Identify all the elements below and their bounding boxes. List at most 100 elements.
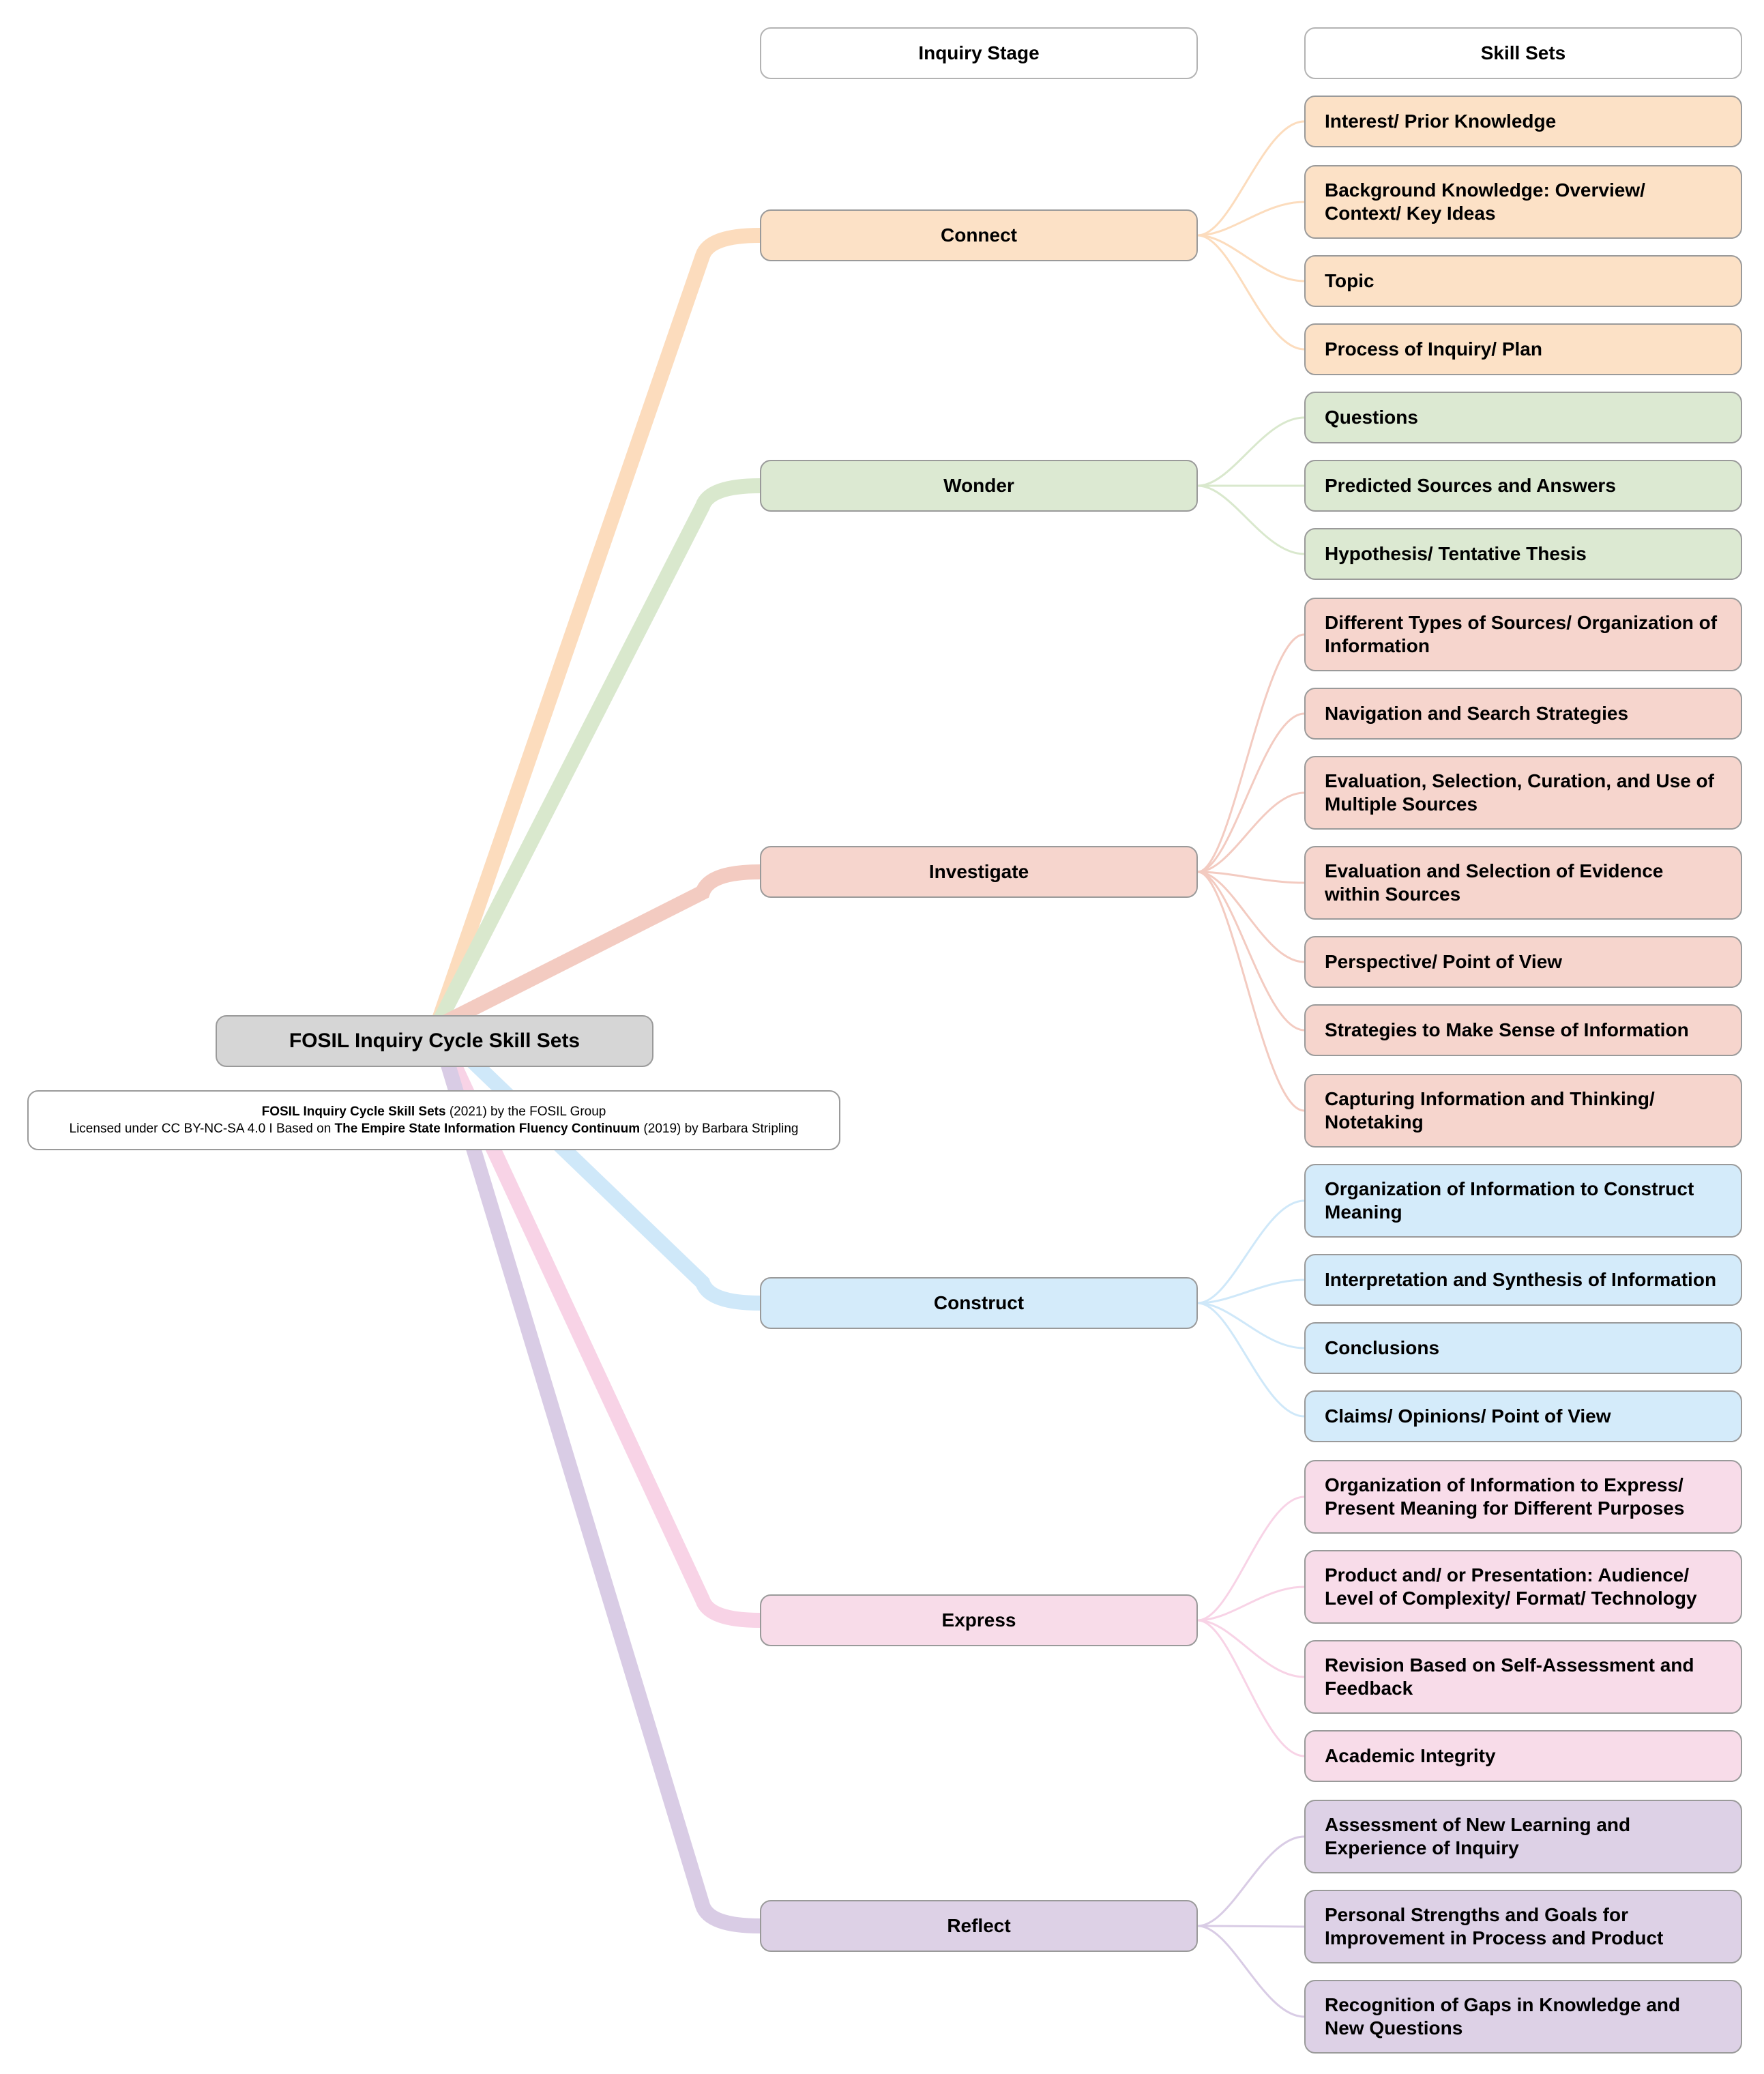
stage-express-label: Express — [941, 1609, 1016, 1631]
credit-source-title: The Empire State Information Fluency Con… — [334, 1122, 641, 1136]
link-construct-3 — [1196, 1302, 1306, 1418]
branch-connect — [429, 228, 767, 1034]
stage-wonder[interactable]: Wonder — [760, 460, 1198, 512]
stage-express[interactable]: Express — [760, 1594, 1198, 1646]
skill-reflect-2-label: Recognition of Gaps in Knowledge and New… — [1325, 1994, 1681, 2039]
skill-connect-2[interactable]: Topic — [1304, 255, 1742, 307]
skill-construct-0-label: Organization of Information to Construct… — [1325, 1178, 1694, 1223]
stage-construct-label: Construct — [933, 1292, 1025, 1313]
skill-connect-2-label: Topic — [1325, 270, 1375, 291]
stage-reflect[interactable]: Reflect — [760, 1900, 1198, 1952]
link-construct-0 — [1196, 1199, 1306, 1304]
skill-reflect-0[interactable]: Assessment of New Learning and Experienc… — [1304, 1800, 1742, 1873]
skill-express-3-label: Academic Integrity — [1325, 1745, 1496, 1766]
skill-connect-0[interactable]: Interest/ Prior Knowledge — [1304, 96, 1742, 147]
link-express-3 — [1196, 1619, 1306, 1757]
link-reflect-1 — [1196, 1925, 1306, 1928]
skill-express-2-label: Revision Based on Self-Assessment and Fe… — [1325, 1654, 1694, 1699]
skill-wonder-1-label: Predicted Sources and Answers — [1325, 475, 1616, 496]
skill-construct-1[interactable]: Interpretation and Synthesis of Informat… — [1304, 1254, 1742, 1306]
branch-express — [429, 1019, 767, 1628]
branch-reflect — [429, 1019, 767, 1933]
skill-wonder-0-label: Questions — [1325, 407, 1418, 428]
link-connect-2 — [1196, 234, 1306, 282]
skill-express-3[interactable]: Academic Integrity — [1304, 1730, 1742, 1782]
link-investigate-2 — [1196, 791, 1306, 873]
skill-express-0[interactable]: Organization of Information to Express/ … — [1304, 1460, 1742, 1534]
header-inquiry-stage-label: Inquiry Stage — [918, 42, 1040, 63]
stage-investigate-label: Investigate — [928, 861, 1029, 882]
stage-reflect-label: Reflect — [947, 1915, 1011, 1936]
link-connect-1 — [1196, 201, 1306, 237]
credit-line-2: Licensed under CC BY-NC-SA 4.0 I Based o… — [70, 1120, 799, 1137]
link-wonder-0 — [1196, 416, 1306, 487]
skill-wonder-1[interactable]: Predicted Sources and Answers — [1304, 460, 1742, 512]
skill-reflect-0-label: Assessment of New Learning and Experienc… — [1325, 1814, 1631, 1858]
skill-construct-2[interactable]: Conclusions — [1304, 1322, 1742, 1374]
link-investigate-3 — [1196, 871, 1306, 884]
skill-investigate-4-label: Perspective/ Point of View — [1325, 951, 1563, 972]
skill-construct-2-label: Conclusions — [1325, 1337, 1440, 1358]
skill-investigate-5[interactable]: Strategies to Make Sense of Information — [1304, 1004, 1742, 1056]
skill-construct-0[interactable]: Organization of Information to Construct… — [1304, 1164, 1742, 1238]
skill-express-1[interactable]: Product and/ or Presentation: Audience/ … — [1304, 1550, 1742, 1624]
link-express-1 — [1196, 1586, 1306, 1622]
stage-construct[interactable]: Construct — [760, 1277, 1198, 1329]
link-investigate-5 — [1196, 871, 1306, 1032]
root-node[interactable]: FOSIL Inquiry Cycle Skill Sets — [216, 1015, 653, 1067]
link-construct-2 — [1196, 1302, 1306, 1349]
credit-license: Licensed under CC BY-NC-SA 4.0 I Based o… — [69, 1122, 335, 1136]
credit-year-group: (2021) by the FOSIL Group — [445, 1105, 606, 1119]
header-skill-sets-label: Skill Sets — [1480, 42, 1566, 63]
skill-investigate-6-label: Capturing Information and Thinking/ Note… — [1325, 1088, 1655, 1133]
skill-investigate-6[interactable]: Capturing Information and Thinking/ Note… — [1304, 1074, 1742, 1148]
skill-investigate-1[interactable]: Navigation and Search Strategies — [1304, 688, 1742, 740]
root-node-label: FOSIL Inquiry Cycle Skill Sets — [289, 1029, 580, 1052]
skill-investigate-5-label: Strategies to Make Sense of Information — [1325, 1019, 1689, 1040]
skill-express-2[interactable]: Revision Based on Self-Assessment and Fe… — [1304, 1640, 1742, 1714]
link-investigate-4 — [1196, 871, 1306, 963]
skill-investigate-1-label: Navigation and Search Strategies — [1325, 703, 1629, 724]
link-reflect-2 — [1196, 1925, 1306, 2018]
skill-investigate-2[interactable]: Evaluation, Selection, Curation, and Use… — [1304, 756, 1742, 830]
skill-reflect-1-label: Personal Strengths and Goals for Improve… — [1325, 1904, 1664, 1948]
skill-construct-3-label: Claims/ Opinions/ Point of View — [1325, 1405, 1611, 1427]
stage-investigate[interactable]: Investigate — [760, 846, 1198, 898]
skill-construct-1-label: Interpretation and Synthesis of Informat… — [1325, 1269, 1717, 1290]
skill-investigate-3-label: Evaluation and Selection of Evidence wit… — [1325, 860, 1664, 905]
branch-investigate — [429, 864, 767, 1034]
link-investigate-6 — [1196, 871, 1306, 1112]
link-investigate-0 — [1196, 633, 1306, 873]
skill-reflect-2[interactable]: Recognition of Gaps in Knowledge and New… — [1304, 1980, 1742, 2054]
link-express-2 — [1196, 1619, 1306, 1678]
skill-investigate-4[interactable]: Perspective/ Point of View — [1304, 936, 1742, 988]
header-inquiry-stage: Inquiry Stage — [760, 27, 1198, 79]
credit-source-author: (2019) by Barbara Stripling — [640, 1122, 799, 1136]
link-connect-3 — [1196, 234, 1306, 351]
skill-connect-3[interactable]: Process of Inquiry/ Plan — [1304, 323, 1742, 375]
link-express-0 — [1196, 1495, 1306, 1622]
skill-connect-1[interactable]: Background Knowledge: Overview/ Context/… — [1304, 165, 1742, 239]
skill-connect-1-label: Background Knowledge: Overview/ Context/… — [1325, 179, 1645, 224]
skill-express-1-label: Product and/ or Presentation: Audience/ … — [1325, 1564, 1697, 1609]
skill-investigate-2-label: Evaluation, Selection, Curation, and Use… — [1325, 770, 1714, 815]
skill-investigate-0[interactable]: Different Types of Sources/ Organization… — [1304, 598, 1742, 671]
link-reflect-0 — [1196, 1835, 1306, 1927]
skill-wonder-0[interactable]: Questions — [1304, 392, 1742, 443]
skill-reflect-1[interactable]: Personal Strengths and Goals for Improve… — [1304, 1890, 1742, 1963]
link-wonder-2 — [1196, 484, 1306, 555]
header-skill-sets: Skill Sets — [1304, 27, 1742, 79]
credit-box: FOSIL Inquiry Cycle Skill Sets (2021) by… — [27, 1090, 840, 1150]
skill-construct-3[interactable]: Claims/ Opinions/ Point of View — [1304, 1390, 1742, 1442]
skill-wonder-2-label: Hypothesis/ Tentative Thesis — [1325, 543, 1587, 564]
link-connect-0 — [1196, 120, 1306, 237]
stage-connect-label: Connect — [941, 224, 1017, 246]
branch-construct — [429, 1019, 767, 1311]
skill-connect-0-label: Interest/ Prior Knowledge — [1325, 111, 1557, 132]
skill-investigate-3[interactable]: Evaluation and Selection of Evidence wit… — [1304, 846, 1742, 920]
skill-investigate-0-label: Different Types of Sources/ Organization… — [1325, 612, 1718, 656]
skill-connect-3-label: Process of Inquiry/ Plan — [1325, 338, 1542, 360]
skill-wonder-2[interactable]: Hypothesis/ Tentative Thesis — [1304, 528, 1742, 580]
stage-connect[interactable]: Connect — [760, 209, 1198, 261]
